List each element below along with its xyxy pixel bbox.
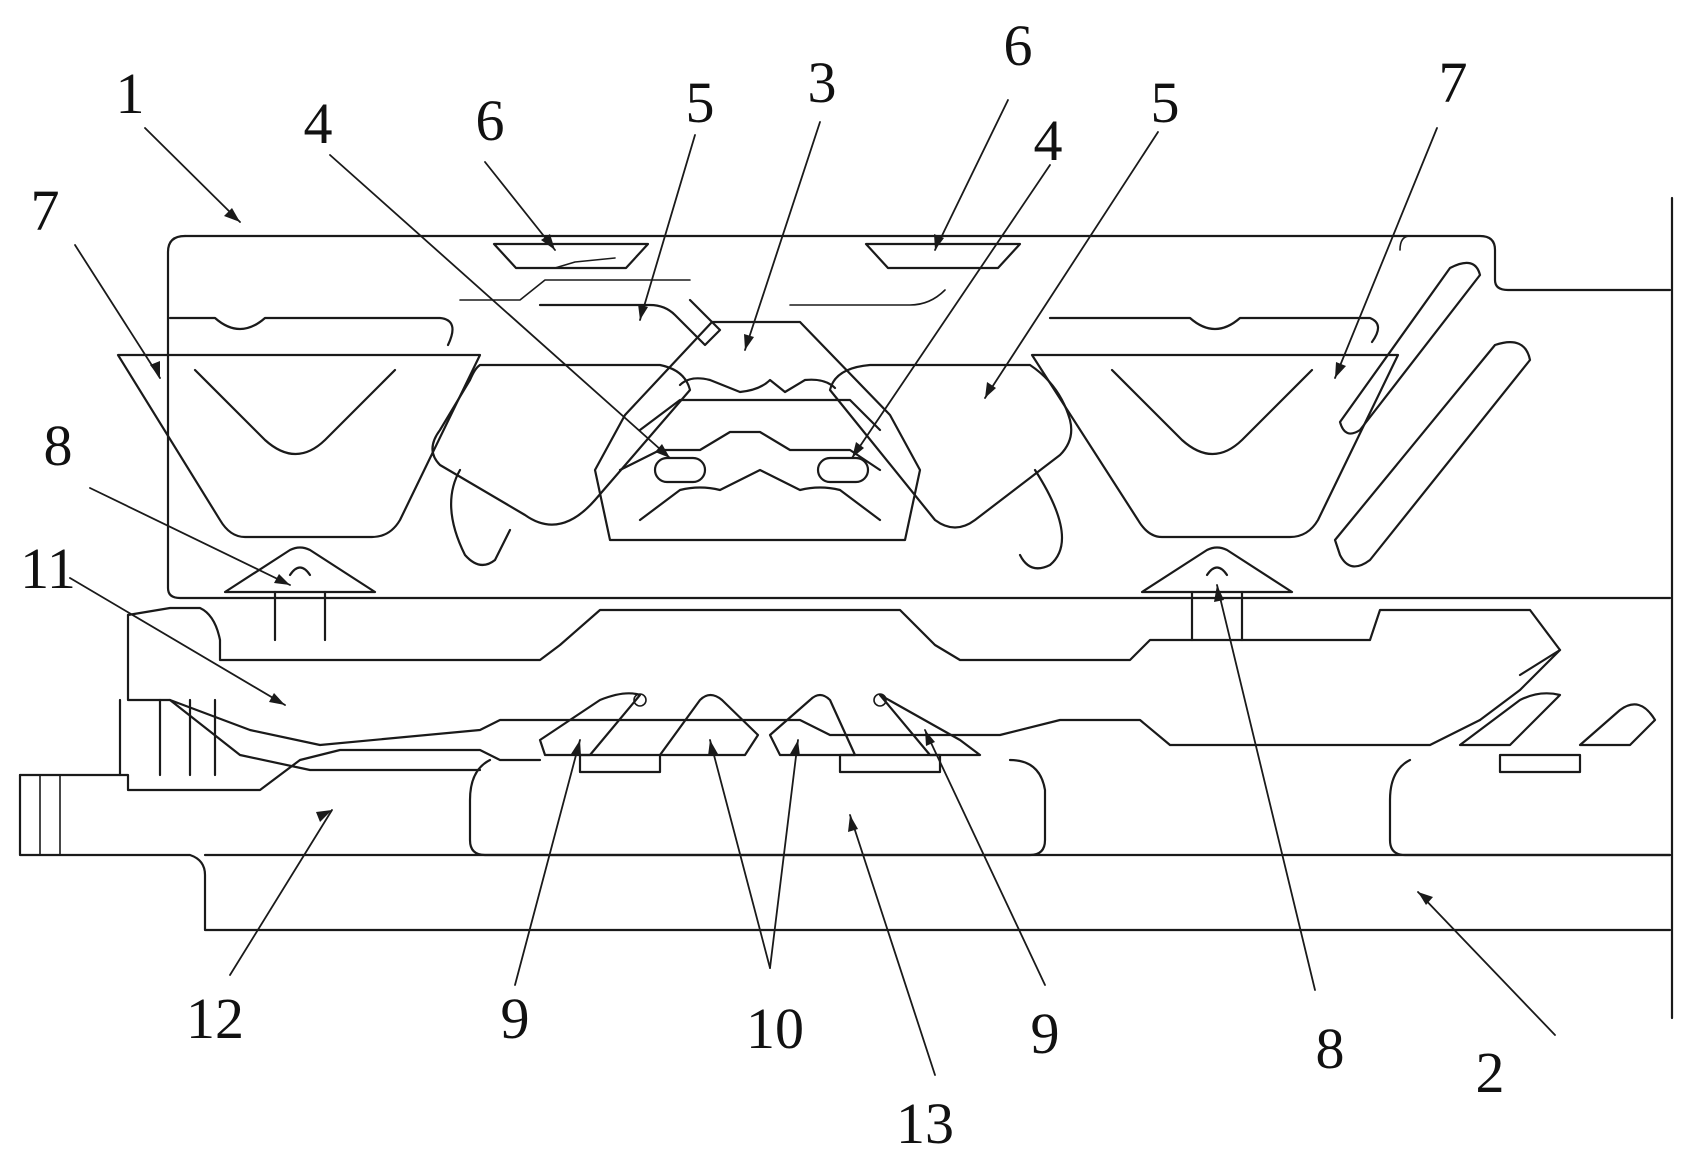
left-spring-clip [538, 692, 662, 774]
middle-plate [126, 606, 1562, 772]
lower-base [18, 698, 1672, 932]
label-part-9a: 9 [501, 986, 530, 1051]
left-locking-tooth [223, 546, 377, 642]
label-part-8a: 8 [44, 413, 73, 478]
label-part-12: 12 [186, 986, 244, 1051]
label-part-6b: 6 [1004, 13, 1033, 78]
label-part-3: 3 [808, 50, 837, 115]
right-cam-block [789, 289, 1073, 570]
label-part-1: 1 [116, 61, 145, 126]
left-roller [653, 456, 707, 484]
label-part-4a: 4 [304, 91, 333, 156]
top-clip-left [492, 242, 650, 270]
right-spring-clip [838, 693, 982, 774]
upper-housing [166, 234, 1672, 600]
right-locking-tooth [1140, 546, 1294, 642]
right-roller [816, 456, 870, 484]
left-cam-block [431, 279, 722, 567]
label-part-10: 10 [746, 996, 804, 1061]
label-part-8b: 8 [1316, 1016, 1345, 1081]
label-part-4b: 4 [1034, 108, 1063, 173]
central-pressure-block [593, 320, 922, 542]
right-v-block [1030, 353, 1400, 539]
label-part-2: 2 [1476, 1040, 1505, 1105]
label-part-5a: 5 [686, 70, 715, 135]
diagonal-slots [1333, 261, 1532, 568]
left-v-block [116, 353, 482, 539]
far-right-clip [1458, 692, 1657, 774]
label-part-5b: 5 [1151, 70, 1180, 135]
top-clip-right [864, 242, 1022, 270]
reference-numerals: 1 2 3 4 4 5 5 6 6 7 7 8 8 9 9 10 11 12 1… [20, 13, 1504, 1155]
label-part-7a: 7 [31, 178, 60, 243]
arrowheads [150, 208, 1433, 905]
label-part-9b: 9 [1031, 1001, 1060, 1066]
contact-pins [658, 693, 857, 757]
label-part-11: 11 [20, 536, 76, 601]
label-part-13: 13 [896, 1091, 954, 1155]
label-part-6a: 6 [476, 88, 505, 153]
label-part-7b: 7 [1439, 50, 1468, 115]
leader-lines [69, 99, 1556, 1076]
